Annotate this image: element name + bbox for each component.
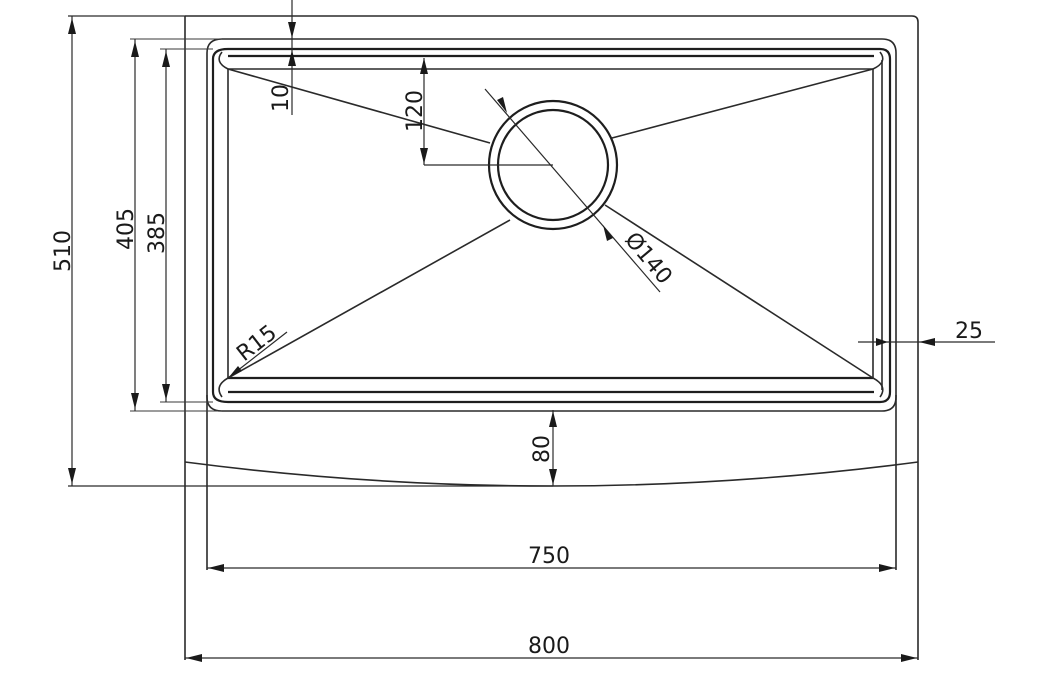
dim-rim-edge: 10 [269,0,296,115]
label-rim-edge: 10 [269,84,294,112]
sink-bowl [160,47,892,404]
dim-overall-width: 800 [185,634,918,662]
dim-bowl-depth: 385 [145,49,170,402]
label-drain-offset: 120 [403,90,428,132]
label-corner-radius: R15 [232,320,281,366]
slope-lines [227,68,874,379]
label-overall-width: 800 [528,634,570,659]
dim-side-flange: 25 [858,319,995,346]
dim-drain-diameter: Ø140 [484,88,677,293]
label-bowl-depth: 385 [145,212,170,254]
label-overall-depth: 510 [51,230,76,272]
dim-overall-depth: 510 [51,15,553,487]
sink-rim [130,38,897,412]
dim-apron-drop: 80 [530,410,557,486]
outer-outline [184,15,919,660]
label-rim-width: 750 [528,544,570,569]
label-apron-drop: 80 [530,435,555,463]
dim-rim-depth: 405 [114,39,139,411]
label-rim-depth: 405 [114,208,139,250]
label-drain-diameter: Ø140 [619,228,676,290]
dim-rim-width: 750 [207,544,896,572]
label-side-flange: 25 [955,319,983,344]
dim-drain-offset: 120 [403,58,553,166]
